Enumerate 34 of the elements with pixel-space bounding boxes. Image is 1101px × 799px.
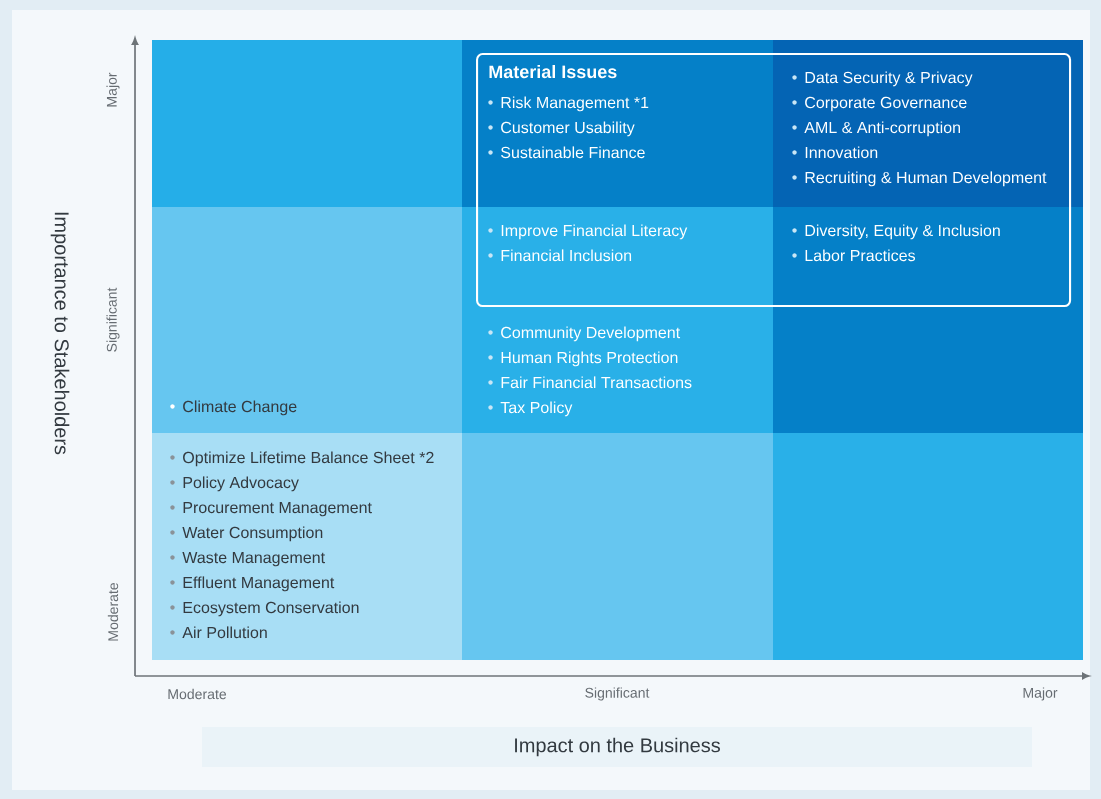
tick-label: Significant xyxy=(585,687,650,701)
tick-label: Significant xyxy=(106,287,120,352)
tick-label: Major xyxy=(106,72,120,107)
list-item: Sustainable Finance xyxy=(501,146,645,159)
list-item: Diversity, Equity & Inclusion xyxy=(805,224,1000,240)
tick-label: Moderate xyxy=(168,688,227,700)
box-heading: Material Issues xyxy=(489,64,617,79)
list-item: Optimize Lifetime Balance Sheet *2 xyxy=(183,451,434,467)
list-item: Innovation xyxy=(805,146,878,159)
list-item: Human Rights Protection xyxy=(501,351,678,367)
list-item: Risk Management *1 xyxy=(501,96,649,112)
list-item: Fair Financial Transactions xyxy=(501,376,692,389)
list-item: Policy Advocacy xyxy=(183,476,299,492)
list-item: Tax Policy xyxy=(500,401,573,417)
list-item: Climate Change xyxy=(183,400,297,416)
list-item: Ecosystem Conservation xyxy=(183,601,359,617)
list-item: Financial Inclusion xyxy=(501,249,632,262)
list-item: Air Pollution xyxy=(182,626,267,639)
axis-title: Importance to Stakeholders xyxy=(50,212,70,455)
list-item: Procurement Management xyxy=(183,501,372,517)
list-item: Community Development xyxy=(501,326,681,342)
list-item: Waste Management xyxy=(182,551,325,567)
tick-label: Major xyxy=(1023,687,1058,701)
tick-label: Moderate xyxy=(107,582,119,641)
axis-title: Impact on the Business xyxy=(202,727,1032,767)
list-item: Water Consumption xyxy=(182,526,323,542)
list-item: Improve Financial Literacy xyxy=(501,224,688,240)
list-item: Customer Usability xyxy=(501,121,635,137)
list-item: Data Security & Privacy xyxy=(805,71,973,87)
list-item: AML & Anti-corruption xyxy=(804,121,960,137)
list-item: Corporate Governance xyxy=(805,96,967,112)
list-item: Effluent Management xyxy=(183,576,335,592)
list-item: Labor Practices xyxy=(805,249,915,262)
list-item: Recruiting & Human Development xyxy=(805,171,1047,187)
